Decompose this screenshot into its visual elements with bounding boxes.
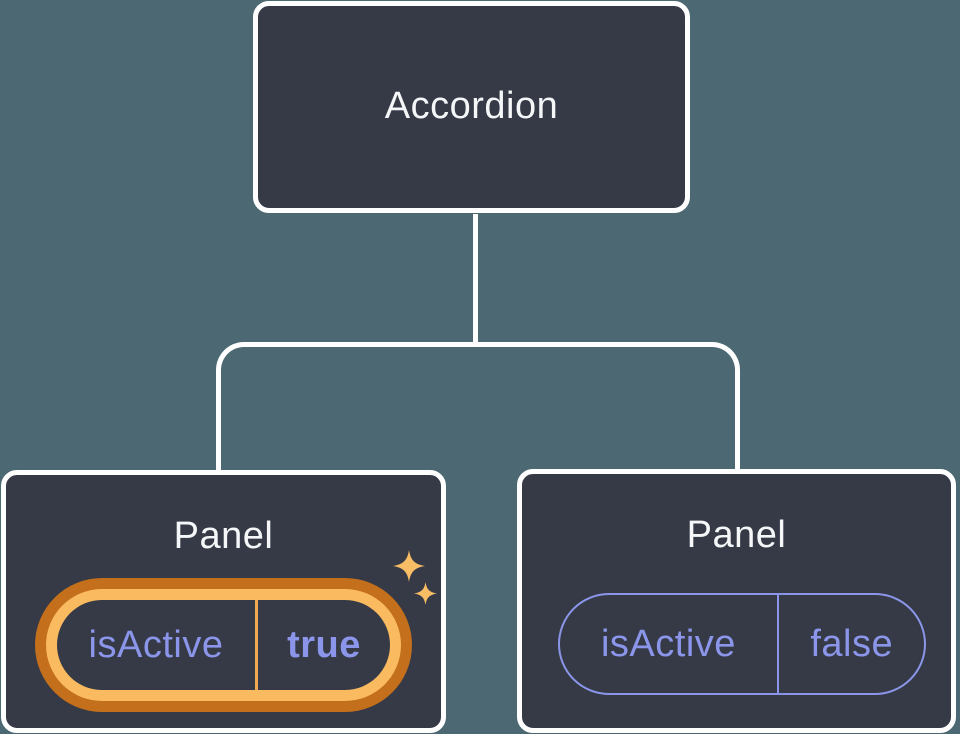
prop-name: isActive (88, 623, 224, 666)
prop-value: false (810, 622, 894, 665)
prop-pill-active-inner-ring: isActive true (46, 589, 401, 701)
prop-name: isActive (600, 622, 736, 665)
component-node-panel-active: Panel isActive true (1, 470, 446, 733)
prop-value-cell: false (779, 595, 924, 693)
prop-name-cell: isActive (57, 600, 255, 690)
prop-pill-divider (776, 595, 780, 693)
prop-pill-divider (255, 600, 258, 690)
component-node-panel-inactive: Panel isActive false (517, 469, 956, 733)
prop-pill-active-highlight-ring: isActive true (35, 578, 412, 712)
prop-name-cell: isActive (560, 595, 777, 693)
component-node-accordion: Accordion (253, 1, 690, 213)
connector-root-stem (473, 214, 478, 346)
accordion-node-label: Accordion (384, 85, 559, 128)
prop-value: true (287, 623, 361, 666)
panel-node-label: Panel (686, 514, 787, 556)
prop-pill-active: isActive true (57, 600, 390, 690)
prop-pill-inactive: isActive false (558, 593, 926, 695)
connector-branch-bracket (216, 342, 740, 470)
panel-node-label: Panel (173, 515, 274, 557)
sparkles-icon (393, 550, 437, 605)
prop-value-cell: true (258, 600, 390, 690)
